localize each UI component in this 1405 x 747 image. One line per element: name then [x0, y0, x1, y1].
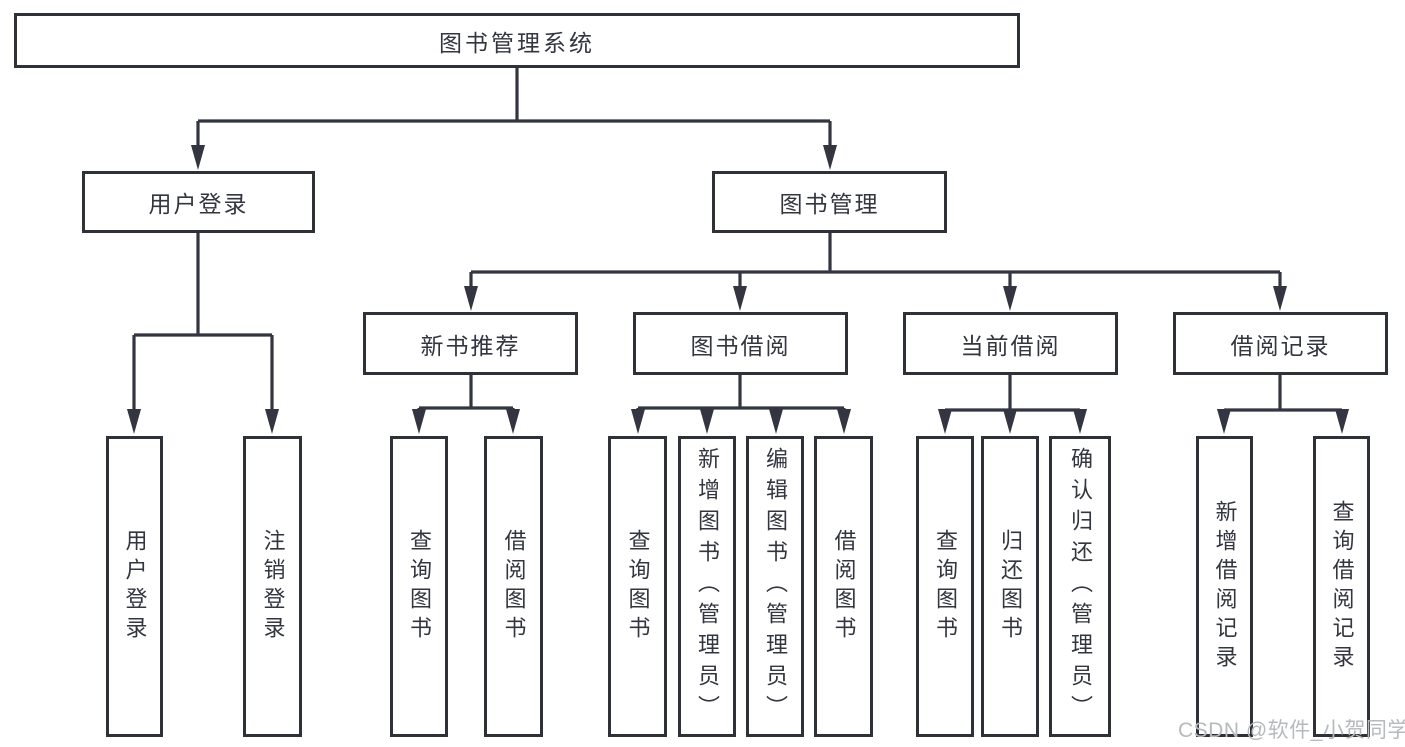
node-book-borrow: 图书借阅: [633, 312, 848, 375]
node-borrow-records-label: 借阅记录: [1230, 332, 1331, 359]
leaf-current-query-books-label: 查询图书: [933, 528, 958, 645]
node-current-borrow: 当前借阅: [903, 312, 1118, 375]
leaf-borrow-add-books-admin: 新增图书（管理员）: [678, 436, 736, 737]
leaf-newbook-query-books-label: 查询图书: [407, 528, 432, 645]
leaf-current-confirm-return-admin: 确认归还（管理员）: [1049, 436, 1111, 737]
connector-newbook-to-leaves: [412, 375, 520, 434]
leaf-borrow-borrow-books: 借阅图书: [814, 436, 873, 737]
node-user-login-label: 用户登录: [148, 191, 249, 217]
leaf-current-return-books-label: 归还图书: [998, 528, 1023, 645]
leaf-newbook-borrow-books-label: 借阅图书: [501, 528, 527, 645]
leaf-user-login-label: 用户登录: [122, 528, 148, 645]
connector-root-to-level1: [191, 68, 837, 170]
connector-currentborrow-to-leaves: [938, 375, 1087, 434]
node-book-management-label: 图书管理: [779, 191, 880, 217]
node-root: 图书管理系统: [14, 13, 1020, 68]
node-book-borrow-label: 图书借阅: [690, 332, 791, 359]
leaf-logout-login: 注销登录: [243, 436, 302, 737]
node-new-book-recommend-label: 新书推荐: [420, 332, 521, 359]
csdn-watermark: CSDN @软件_小贺同学: [1178, 719, 1405, 742]
leaf-borrow-add-books-admin-label: 新增图书（管理员）: [695, 447, 720, 726]
node-book-management: 图书管理: [712, 171, 947, 233]
connector-userlogin-to-leaves: [127, 233, 279, 434]
leaf-borrow-query-books: 查询图书: [608, 436, 667, 737]
leaf-user-login: 用户登录: [106, 436, 163, 737]
leaf-borrow-edit-books-admin: 编辑图书（管理员）: [746, 436, 804, 737]
node-root-label: 图书管理系统: [439, 29, 595, 56]
node-current-borrow-label: 当前借阅: [960, 332, 1061, 359]
leaf-borrow-borrow-books-label: 借阅图书: [831, 528, 857, 645]
leaf-current-confirm-return-admin-label: 确认归还（管理员）: [1068, 447, 1093, 726]
node-borrow-records: 借阅记录: [1173, 312, 1388, 375]
leaf-records-query-record-label: 查询借阅记录: [1329, 499, 1355, 674]
leaf-records-add-record: 新增借阅记录: [1196, 436, 1253, 737]
connector-bookmgmt-to-headers: [464, 233, 1287, 311]
node-user-login: 用户登录: [82, 171, 315, 233]
leaf-newbook-query-books: 查询图书: [390, 436, 448, 737]
leaf-borrow-query-books-label: 查询图书: [625, 528, 651, 645]
leaf-records-query-record: 查询借阅记录: [1313, 436, 1370, 737]
leaf-logout-login-label: 注销登录: [260, 528, 286, 645]
connector-bookborrow-to-leaves: [631, 375, 851, 434]
leaf-current-query-books: 查询图书: [916, 436, 974, 737]
node-new-book-recommend: 新书推荐: [363, 312, 578, 375]
leaf-borrow-edit-books-admin-label: 编辑图书（管理员）: [763, 447, 788, 726]
leaf-newbook-borrow-books: 借阅图书: [484, 436, 543, 737]
leaf-records-add-record-label: 新增借阅记录: [1212, 499, 1238, 674]
leaf-current-return-books: 归还图书: [981, 436, 1039, 737]
connector-records-to-leaves: [1217, 375, 1349, 434]
